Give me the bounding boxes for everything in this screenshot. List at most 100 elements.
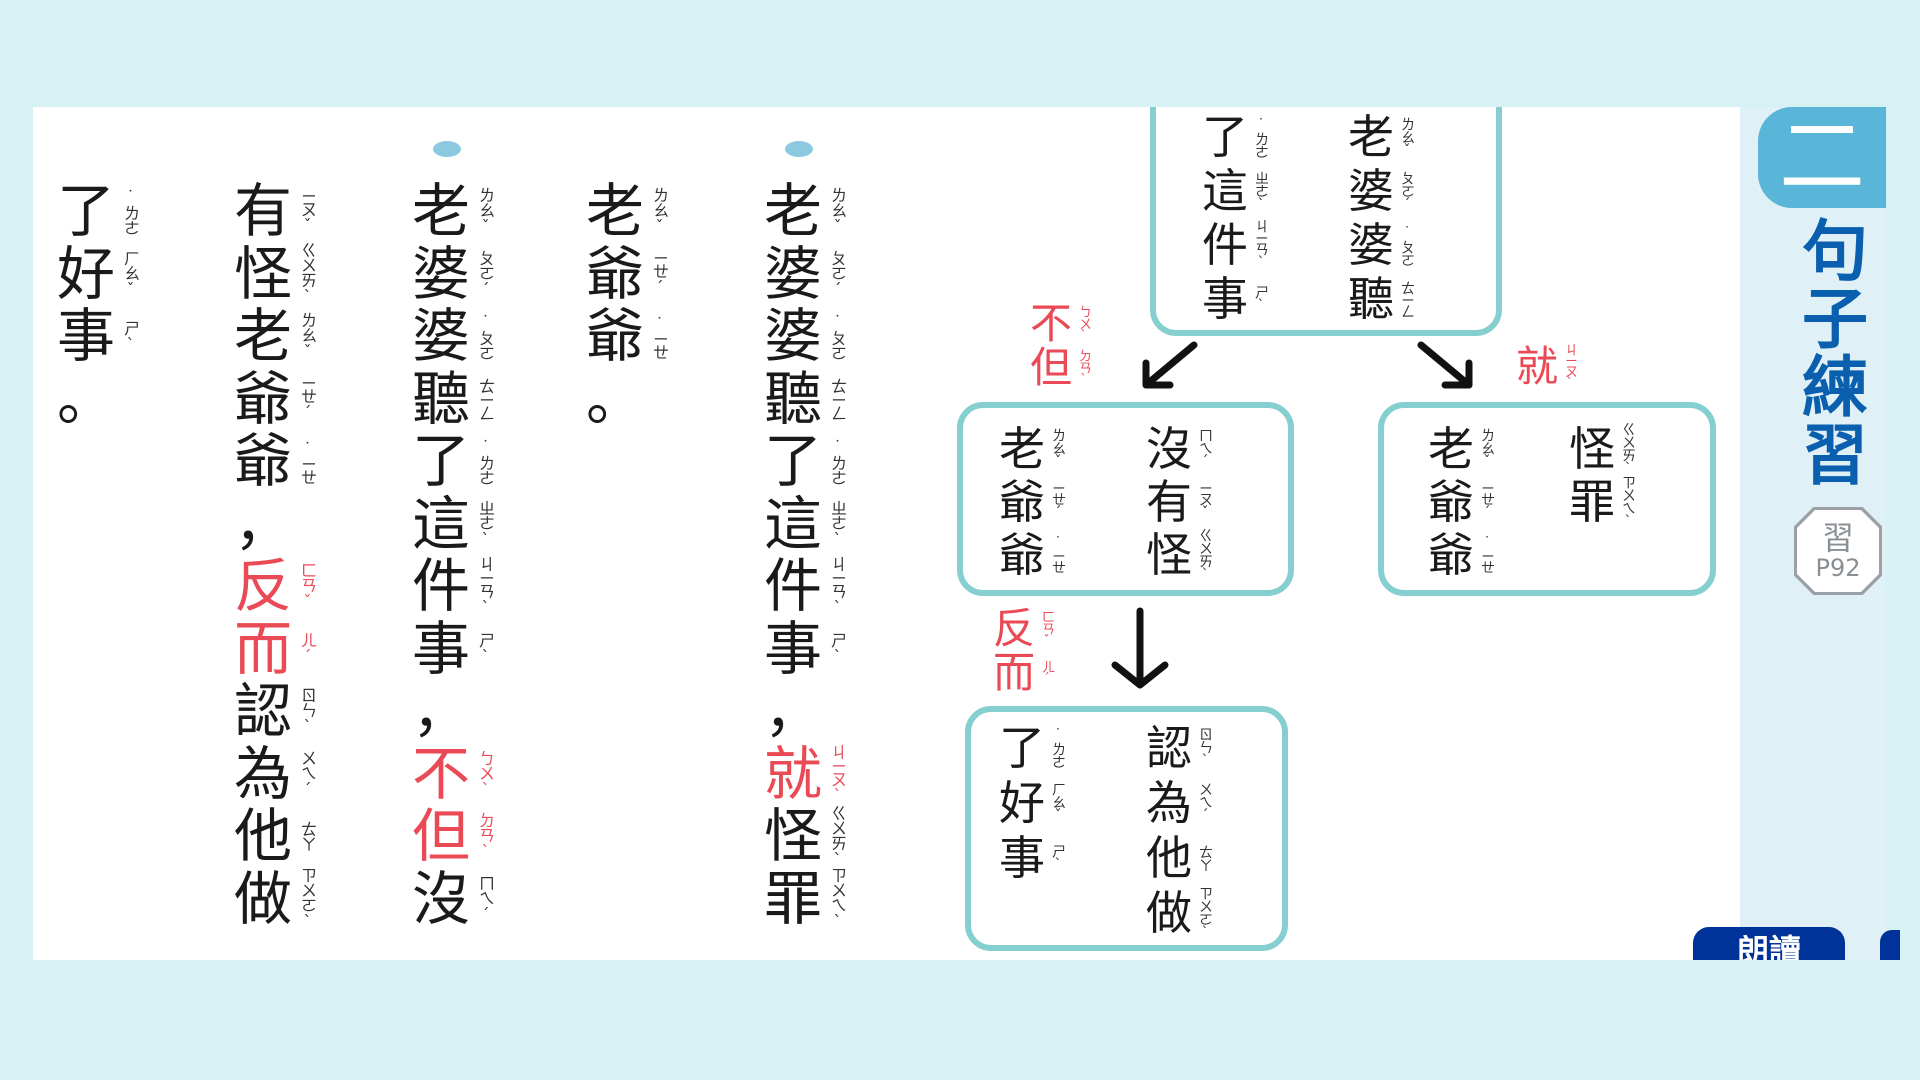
hanzi-character: 爺	[1428, 527, 1474, 582]
hanzi-character: 老	[764, 177, 823, 246]
zhuyin-annotation: ㄕˋ	[828, 632, 847, 666]
character-cell: 事ㄕˋ	[999, 830, 1066, 885]
character-cell: 不ㄅㄨˋ	[412, 739, 495, 808]
hanzi-character: 了	[1202, 110, 1248, 164]
zhuyin-annotation: ㄍㄨㄞˋ	[828, 804, 847, 868]
hanzi-character: 而	[993, 648, 1036, 697]
character-cell: 怪ㄍㄨㄞˋ	[1569, 422, 1636, 476]
zhuyin-annotation: ㄊㄚ	[298, 821, 317, 852]
character-cell: 婆ㄆㄛˊ	[1348, 164, 1415, 218]
character-cell: 婆ㄆㄛˊ	[412, 243, 495, 306]
zhuyin-annotation: ㄌㄠˇ	[1479, 428, 1495, 469]
character-cell: 老ㄌㄠˇ	[1428, 421, 1495, 476]
zhuyin-annotation: ㄕˋ	[476, 632, 495, 666]
zhuyin-annotation: ㄆㄛˊ	[828, 249, 847, 298]
character-cell: ，	[234, 493, 315, 556]
character-cell: 了˙ㄌㄜ	[1202, 110, 1269, 164]
character-cell: 事ㄕˋ	[412, 618, 495, 681]
character-cell: 聽ㄊㄧㄥ	[412, 368, 495, 431]
hanzi-character: ，	[412, 677, 471, 746]
hanzi-character: 爺	[234, 427, 293, 496]
hanzi-character: 為	[234, 739, 293, 808]
hanzi-character: 了	[412, 427, 471, 496]
character-cell: 怪ㄍㄨㄞˋ	[764, 802, 847, 871]
bullet-dot	[785, 141, 813, 157]
hanzi-character: 婆	[764, 302, 823, 371]
hanzi-character: 。	[57, 364, 116, 433]
hanzi-character: 罪	[764, 864, 823, 933]
character-cell: 而ㄦˊ	[993, 648, 1054, 697]
character-cell: 了˙ㄌㄜ	[764, 430, 847, 493]
character-cell: 爺˙ㄧㄝ	[234, 427, 317, 496]
hanzi-character: 爺	[586, 239, 645, 308]
hanzi-character: 好	[999, 775, 1045, 830]
zhuyin-annotation: ㄗㄨㄛˋ	[1197, 885, 1213, 940]
character-cell: 老ㄌㄠˇ	[234, 305, 317, 368]
character-cell: 怪ㄍㄨㄞˋ	[234, 239, 317, 308]
zhuyin-annotation: ㄅㄨˋ	[476, 749, 495, 798]
zhuyin-annotation: ˙ㄧㄝ	[650, 313, 669, 359]
hanzi-character: 不	[1030, 299, 1073, 348]
zhuyin-annotation: ˙ㄆㄛ	[828, 312, 847, 361]
hanzi-character: 好	[57, 239, 116, 308]
character-cell: 了˙ㄌㄜ	[999, 720, 1066, 775]
section-title-char: 句	[1802, 213, 1868, 290]
hanzi-character: 聽	[1348, 272, 1394, 326]
hanzi-character: 怪	[234, 239, 293, 308]
hanzi-character: 件	[412, 552, 471, 621]
hanzi-character: 怪	[764, 802, 823, 871]
hanzi-character: 這	[412, 489, 471, 558]
hanzi-character: 老	[586, 177, 645, 246]
diagram-box-middle-left	[957, 402, 1294, 596]
character-cell: 他ㄊㄚ	[1146, 830, 1213, 885]
character-cell: ，	[764, 680, 845, 743]
zhuyin-annotation: ˙ㄆㄛ	[1399, 224, 1415, 266]
lesson-number-tab[interactable]: 二	[1758, 107, 1886, 208]
zhuyin-annotation: ㄇㄟˊ	[476, 874, 495, 923]
character-cell: 爺ㄧㄝˊ	[586, 239, 669, 308]
character-cell: 而ㄦˊ	[234, 618, 317, 681]
zhuyin-annotation: ㄅㄨˋ	[1076, 305, 1091, 343]
zhuyin-annotation: ㄌㄠˇ	[828, 187, 847, 236]
zhuyin-annotation: ㄊㄚ	[1197, 844, 1213, 871]
character-cell: 件ㄐㄧㄢˋ	[764, 555, 847, 618]
character-cell: 反ㄈㄢˇ	[234, 555, 317, 618]
hanzi-character: 不	[412, 739, 471, 808]
character-cell: 了 ˙ㄌㄜ	[412, 427, 495, 496]
zhuyin-annotation: ㄗㄨㄛˋ	[298, 867, 317, 931]
zhuyin-annotation: ㄧㄡˇ	[298, 188, 317, 234]
character-cell: 做ㄗㄨㄛˋ	[234, 867, 317, 931]
character-cell: 。	[586, 368, 667, 431]
workbook-page-badge[interactable]: 習 P92	[1797, 510, 1879, 592]
zhuyin-annotation: ㄈㄢˇ	[1039, 610, 1054, 648]
zhuyin-annotation: ㄐㄧㄡˋ	[828, 743, 847, 804]
zhuyin-annotation: ㄓㄜˋ	[1253, 170, 1269, 212]
zhuyin-annotation: ˙ㄧㄝ	[1050, 535, 1066, 574]
zhuyin-annotation: ㄏㄠˇ	[121, 249, 140, 298]
character-cell: 老ㄌㄠˇ	[764, 177, 847, 246]
zhuyin-annotation: ㄦˊ	[298, 632, 317, 666]
zhuyin-annotation: ㄓㄜˋ	[476, 499, 495, 548]
character-cell: 沒ㄇㄟˊ	[1146, 422, 1213, 475]
section-title-char: 習	[1802, 417, 1868, 494]
zhuyin-annotation: ˙ㄌㄜ	[476, 437, 495, 486]
section-title-char: 練	[1802, 349, 1868, 426]
zhuyin-annotation: ㄐㄧㄢˋ	[1253, 219, 1269, 271]
character-cell: 老ㄌㄠˇ	[586, 177, 669, 246]
zhuyin-annotation: ㄨㄟˊ	[1197, 782, 1213, 823]
character-cell: 認ㄖㄣˋ	[234, 680, 317, 743]
character-cell: 他ㄊㄚ	[234, 805, 317, 868]
hanzi-character: 老	[1428, 421, 1474, 476]
hanzi-character: 有	[1146, 474, 1192, 529]
